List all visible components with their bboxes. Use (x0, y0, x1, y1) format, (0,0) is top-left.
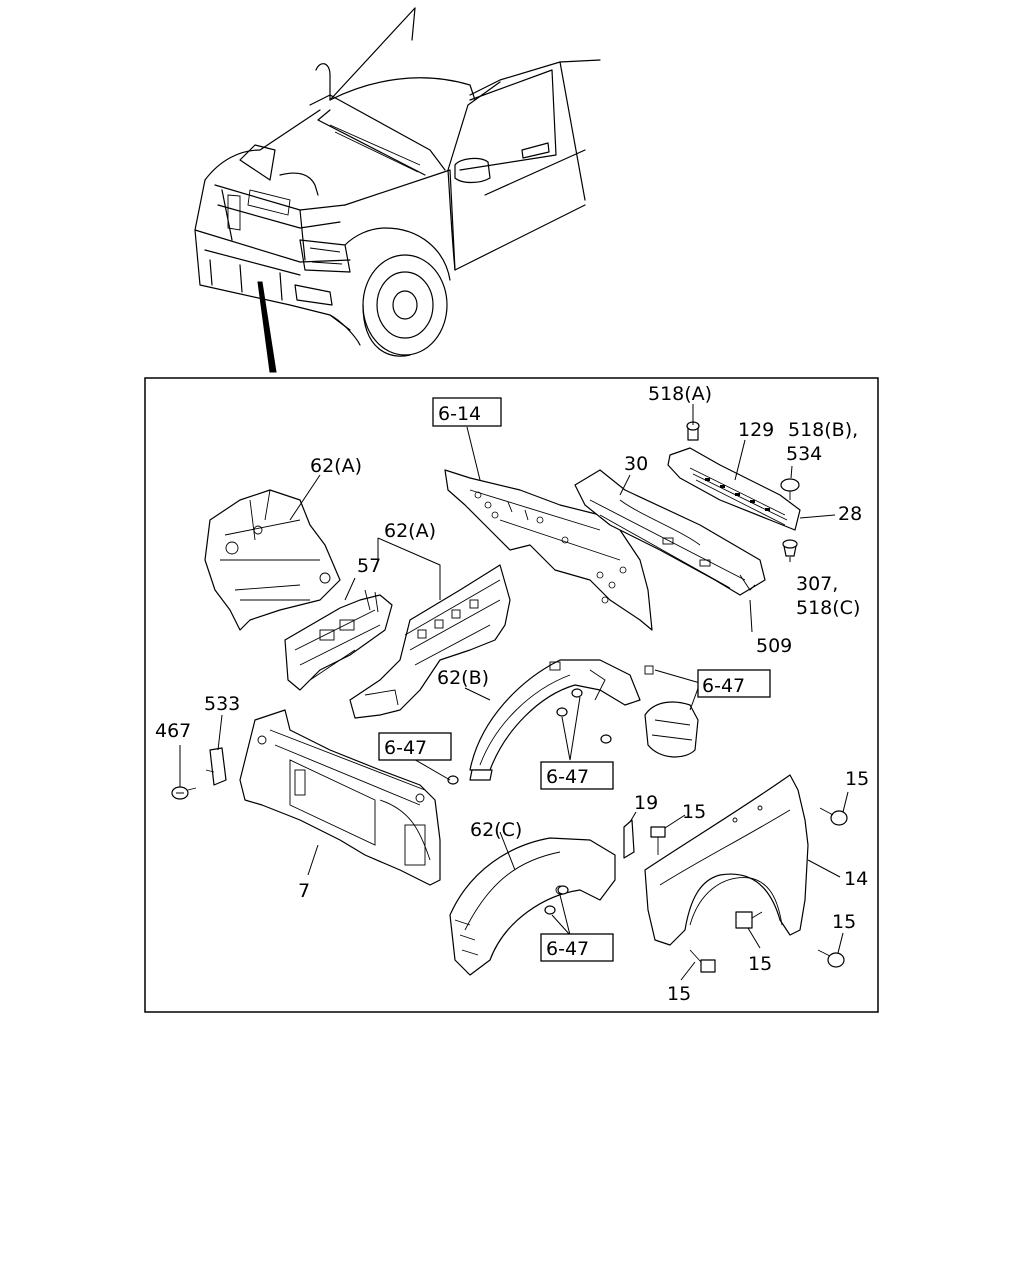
part-57-bracket (284, 589, 393, 691)
callout-6-47-left: 6-47 (384, 737, 427, 759)
callout-62a-lower: 62(A) (384, 520, 436, 542)
ref-box-6-47-lower (540, 933, 614, 962)
callout-6-47-mid: 6-47 (546, 766, 589, 788)
part-7-radiator-support (239, 709, 441, 886)
part-30-cowl-panel (574, 469, 766, 596)
callout-534: 534 (786, 443, 822, 465)
leader-lines (179, 404, 849, 981)
bolt-15-d (817, 949, 845, 968)
callout-15-a: 15 (845, 768, 869, 790)
clip-534 (780, 478, 800, 500)
callout-533: 533 (204, 693, 240, 715)
callout-6-47-right: 6-47 (702, 675, 745, 697)
callout-15-b: 15 (682, 801, 706, 823)
callout-518c: 518(C) (796, 597, 860, 619)
bolt-15-e (689, 949, 716, 973)
part-129-cowl-grille (667, 447, 801, 531)
part-19-pad (623, 819, 635, 859)
bolt-15-c (735, 911, 763, 929)
callout-129: 129 (738, 419, 774, 441)
vehicle-overview-illustration (194, 7, 601, 373)
liner-fasteners (447, 688, 612, 915)
ref-box-6-47-mid (540, 761, 614, 790)
part-533-bracket (205, 747, 227, 786)
callout-57: 57 (357, 555, 381, 577)
callout-467: 467 (155, 720, 191, 742)
callout-6-14: 6-14 (438, 403, 481, 425)
callout-62b: 62(B) (437, 667, 489, 689)
part-62b-liner-upper (469, 659, 641, 781)
detail-frame (144, 377, 879, 1013)
callout-15-d: 15 (832, 911, 856, 933)
part-6-47-bracket (644, 665, 699, 758)
part-14-fender (644, 774, 809, 946)
callout-7: 7 (298, 880, 310, 902)
callout-15-e: 15 (667, 983, 691, 1005)
bolt-15-a (819, 807, 848, 826)
callout-14: 14 (844, 868, 868, 890)
callout-62c: 62(C) (470, 819, 522, 841)
callout-62a-upper: 62(A) (310, 455, 362, 477)
part-62a-apron-upper (204, 489, 341, 631)
callout-15-c: 15 (748, 953, 772, 975)
part-6-14-dash-panel (444, 469, 653, 631)
ref-box-6-14 (432, 397, 502, 427)
part-467-bolt (171, 786, 197, 800)
callout-509: 509 (756, 635, 792, 657)
clip-307-518c (782, 539, 798, 557)
ref-box-6-47-right (697, 669, 771, 698)
callout-28: 28 (838, 503, 862, 525)
ref-box-6-47-left (378, 732, 452, 761)
callout-6-47-lower: 6-47 (546, 938, 589, 960)
part-62a-apron-lower (349, 564, 511, 719)
callout-307: 307, (796, 573, 838, 595)
part-62c-liner-lower (449, 837, 616, 976)
callout-19: 19 (634, 792, 658, 814)
bolt-15-b (650, 826, 666, 855)
callout-518b: 518(B), (788, 419, 858, 441)
callout-30: 30 (624, 453, 648, 475)
callout-518a: 518(A) (648, 383, 712, 405)
